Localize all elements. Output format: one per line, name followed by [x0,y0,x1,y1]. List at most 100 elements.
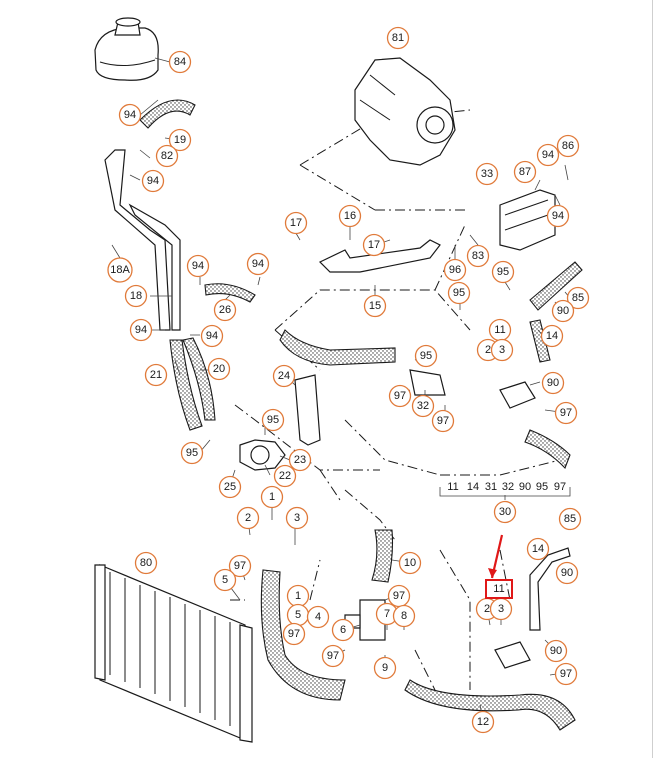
callout-number: 1 [295,590,301,602]
callout-number: 97 [234,560,246,572]
callout-number: 14 [546,330,558,342]
hose-right-dotted-upper [529,261,583,311]
callout-33: 33 [475,162,499,186]
callout-circle [141,169,165,193]
callout-circle [475,162,499,186]
callout-97: 97 [387,584,411,608]
callout-95: 95 [414,344,438,368]
callout-number: 17 [368,239,380,251]
callout-87: 87 [513,160,537,184]
callout-number: 30 [499,506,511,518]
callout-circle [513,160,537,184]
callout-number: 15 [369,300,381,312]
callout-circle [236,506,260,530]
callout-17: 17 [284,211,308,235]
callout-3: 3 [490,338,514,362]
callout-number: 90 [561,567,573,579]
callout-number: 12 [477,716,489,728]
callout-94: 94 [118,103,142,127]
callout-circle [129,318,153,342]
callout-97: 97 [321,644,345,668]
callout-number: 8 [401,610,407,622]
reference-label: 90 [519,481,531,493]
callout-94: 94 [200,324,224,348]
callout-21: 21 [144,363,168,387]
callout-circle [213,298,237,322]
callout-number: 2 [484,603,490,615]
callout-circle [471,710,495,734]
callout-23: 23 [288,448,312,472]
callout-circle [398,551,422,575]
hose-26 [204,283,256,303]
callout-95: 95 [261,408,285,432]
callout-number: 10 [404,557,416,569]
callout-5: 5 [213,568,237,592]
callout-97: 97 [554,401,578,425]
callout-9: 9 [373,656,397,680]
page-edge-line [652,0,653,758]
callout-number: 90 [557,305,569,317]
callout-circle [134,551,158,575]
callout-number: 86 [562,140,574,152]
callout-number: 3 [499,344,505,356]
callout-number: 9 [382,662,388,674]
callout-26: 26 [213,298,237,322]
callout-circle [447,281,471,305]
callout-circle [388,384,412,408]
callout-circle [556,134,580,158]
callout-number: 85 [572,292,584,304]
callout-number: 22 [279,470,291,482]
expansion-tank [94,17,159,81]
callout-number: 95 [420,350,432,362]
callout-number: 32 [417,400,429,412]
callout-circle [443,258,467,282]
callout-circle [491,260,515,284]
callout-number: 97 [394,390,406,402]
callout-84: 84 [168,50,192,74]
callout-14: 14 [526,537,550,561]
callout-circle [541,371,565,395]
callout-22: 22 [273,464,297,488]
callout-6: 6 [331,618,355,642]
callout-18A: 18A [107,257,133,283]
callout-circle [544,639,568,663]
callout-number: 96 [449,264,461,276]
highlight-box [485,579,513,599]
highlight-label: 11 [493,583,504,595]
hose-middle-dotted [279,329,396,366]
callout-number: 94 [552,210,564,222]
callout-4: 4 [306,605,330,629]
callout-8: 8 [392,604,416,628]
callout-circle [551,299,575,323]
callout-97: 97 [431,409,455,433]
callout-circle [362,233,386,257]
callout-circle [213,568,237,592]
callout-number: 1 [269,491,275,503]
callout-circle [306,605,330,629]
callout-number: 94 [192,260,204,272]
callout-number: 94 [135,324,147,336]
callout-32: 32 [411,394,435,418]
callout-number: 18 [130,290,142,302]
hose-19 [139,99,196,129]
connector-32 [409,369,446,396]
callout-number: 5 [222,574,228,586]
reference-label: 11 [447,481,458,493]
callout-5: 5 [286,603,310,627]
highlight-arrowhead [488,568,497,578]
callout-10: 10 [398,551,422,575]
callout-90: 90 [551,299,575,323]
callout-circle [555,561,579,585]
callout-circle [363,294,387,318]
radiator-80 [94,564,253,743]
callout-number: 23 [294,454,306,466]
left-coolant-pipes [104,149,181,331]
callout-95: 95 [491,260,515,284]
callout-circle [124,284,148,308]
callout-circle [490,338,514,362]
callout-circle [493,500,517,524]
callout-18: 18 [124,284,148,308]
callout-circle [373,656,397,680]
callout-94: 94 [141,169,165,193]
